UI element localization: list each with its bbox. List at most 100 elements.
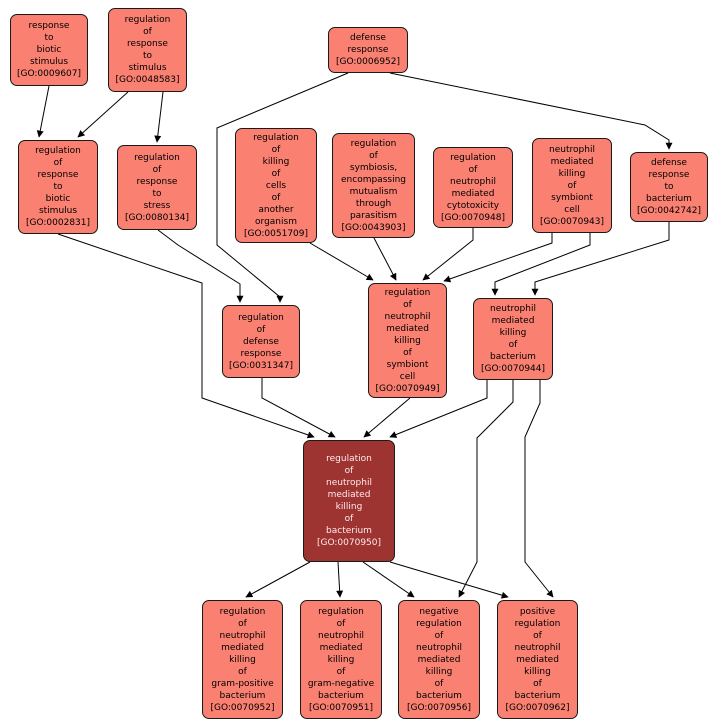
- node-label-line: regulation: [253, 132, 299, 143]
- node-label-line: neutrophil: [450, 176, 496, 187]
- node-label-line: to: [44, 33, 54, 43]
- node-label-line: [GO:0051709]: [243, 228, 309, 239]
- node-label-line: response: [127, 39, 168, 49]
- edge-go-0070948-to-go-0070949: [422, 228, 474, 281]
- node-label-line: organism: [255, 216, 297, 227]
- node-label-line: [GO:0009607]: [16, 69, 82, 79]
- node-label-line: of: [271, 168, 281, 179]
- node-label-line: to: [53, 182, 63, 192]
- node-label-line: defense: [243, 336, 279, 347]
- node-label-line: defense: [350, 33, 386, 43]
- node-label-line: mediated: [417, 654, 461, 665]
- node-label-line: killing: [425, 666, 453, 677]
- edge-go-0070950-to-go-0070951: [336, 561, 344, 598]
- node-label-line: of: [152, 164, 162, 175]
- node-label-line: cytotoxicity: [446, 200, 500, 211]
- node-label-line: neutrophil: [490, 304, 536, 314]
- node-label-line: of: [403, 299, 412, 310]
- edge-go-0042742-to-go-0070944: [531, 222, 670, 296]
- node-label-line: response: [37, 170, 79, 180]
- edge-go-0070950-to-go-0070956: [362, 561, 415, 598]
- node-label-line: [GO:0002831]: [25, 218, 91, 228]
- edge-go-0080134-to-go-0031347: [157, 229, 244, 303]
- node-label-line: regulation: [416, 618, 462, 629]
- node-label-line: mediated: [516, 654, 559, 665]
- node-label-line: biotic: [36, 45, 62, 55]
- edge-go-0070943-to-go-0070949: [443, 233, 553, 283]
- node-label-line: [GO:0070944]: [480, 364, 546, 374]
- node-label-line: of: [238, 666, 247, 677]
- node-label-line: response: [136, 176, 178, 187]
- node-label-line: mediated: [327, 490, 371, 500]
- node-label-line: stimulus: [29, 57, 69, 67]
- node-label-line: mediated: [491, 316, 535, 326]
- edge-go-0048583-to-go-0002831: [77, 91, 129, 138]
- node-label-line: [GO:0042742]: [636, 206, 702, 216]
- node-label-line: another: [258, 204, 294, 215]
- node-label-line: regulation: [238, 312, 284, 323]
- node-label-line: bacterium: [326, 526, 372, 536]
- node-label-line: [GO:0048583]: [115, 75, 180, 85]
- node-label-line: biotic: [45, 194, 71, 204]
- node-label-line: bacterium: [646, 194, 692, 204]
- node-label-line: response: [28, 21, 70, 31]
- edge-go-0070944-to-go-0070956: [458, 380, 514, 598]
- node-label-line: [GO:0070950]: [316, 538, 382, 548]
- node-label-line: regulation: [134, 152, 180, 163]
- node-label-line: bacterium: [514, 690, 561, 701]
- node-label-line: [GO:0070956]: [406, 702, 472, 713]
- edge-go-0070949-to-go-0070950: [363, 397, 411, 438]
- node-label-line: bacterium: [318, 690, 364, 701]
- node-label-line: response: [347, 45, 389, 55]
- node-label-line: to: [664, 182, 674, 192]
- node-label-line: cell: [399, 371, 416, 382]
- node-label-line: mediated: [550, 156, 594, 167]
- node-label-line: through: [355, 198, 392, 209]
- node-label-line: [GO:0043903]: [341, 222, 406, 233]
- node-label-line: stimulus: [38, 206, 78, 216]
- node-label-line: killing: [327, 654, 355, 665]
- node-label-line: to: [152, 188, 162, 199]
- edge-go-0031347-to-go-0070950: [261, 378, 336, 438]
- node-label-line: mediated: [451, 188, 495, 199]
- edge-go-0051709-to-go-0070949: [309, 242, 374, 281]
- node-label-line: killing: [524, 666, 551, 677]
- node-label-line: of: [256, 324, 266, 335]
- node-label-line: of: [271, 144, 281, 155]
- node-label-line: bacterium: [416, 690, 462, 701]
- node-label-line: [GO:0070951]: [308, 702, 374, 713]
- node-label-line: [GO:0070962]: [505, 702, 570, 713]
- node-label-line: of: [508, 340, 518, 350]
- node-label-line: [GO:0080134]: [124, 212, 190, 223]
- edge-go-0070943-to-go-0070944: [491, 233, 591, 296]
- edge-go-0070944-to-go-0070950: [389, 380, 488, 438]
- node-label-line: neutrophil: [384, 311, 431, 322]
- node-label-line: regulation: [350, 138, 397, 149]
- node-label-line: of: [336, 618, 346, 629]
- node-label-line: killing: [335, 502, 363, 512]
- node-label-line: positive: [519, 606, 556, 617]
- node-label-line: [GO:0070952]: [210, 702, 275, 713]
- node-label-line: bacterium: [219, 690, 266, 701]
- node-go-0009607[interactable]: response to biotic stimulus [GO:0009607]: [10, 14, 88, 86]
- node-label-line: of: [533, 678, 542, 689]
